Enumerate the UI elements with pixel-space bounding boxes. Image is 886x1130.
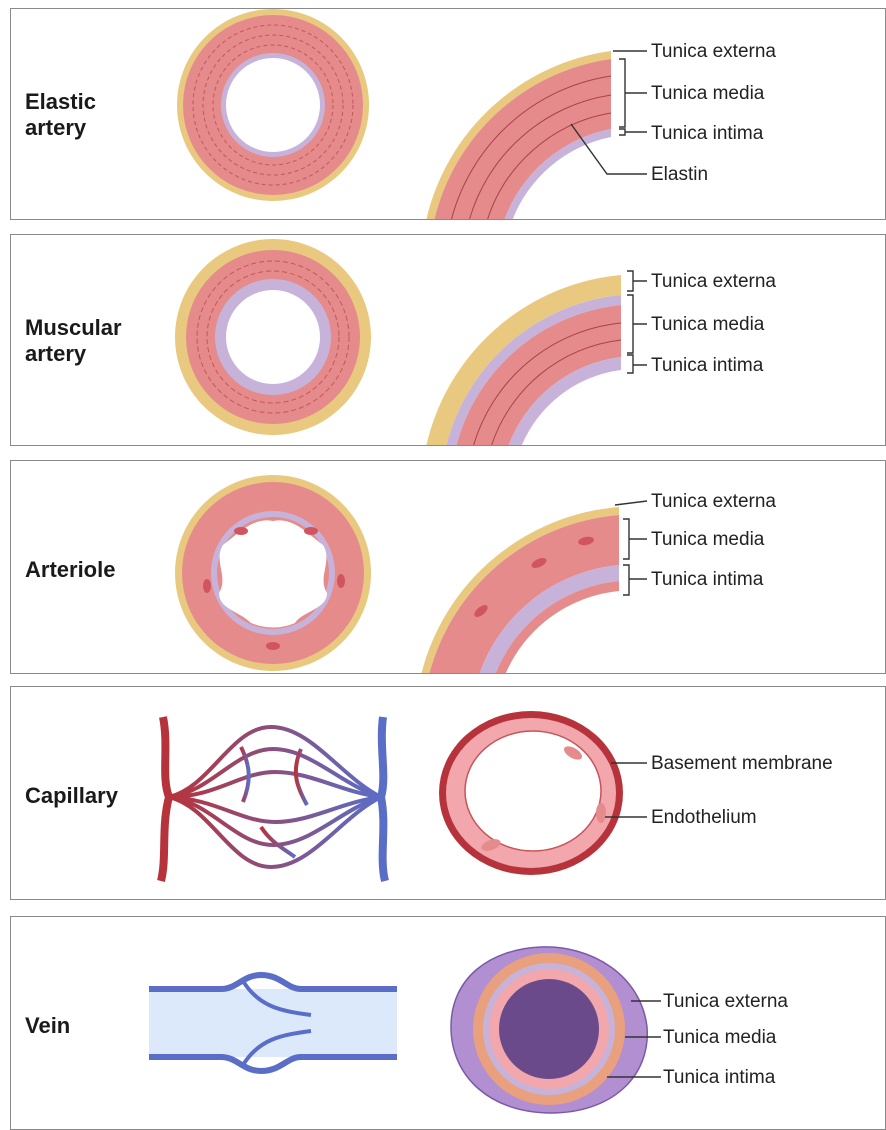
capillary-cross-section [439, 711, 623, 875]
label-tunica-externa: Tunica externa [651, 491, 776, 512]
capillary-illustration: Basement membrane Endothelium [11, 687, 886, 900]
label-basement-membrane: Basement membrane [651, 753, 833, 774]
label-tunica-media: Tunica media [651, 314, 765, 335]
label-endothelium: Endothelium [651, 807, 757, 828]
arteriole-cross-section [175, 475, 371, 671]
label-tunica-media: Tunica media [663, 1027, 777, 1048]
label-elastin: Elastin [651, 164, 708, 185]
label-tunica-intima: Tunica intima [651, 355, 764, 376]
label-tunica-intima: Tunica intima [663, 1067, 776, 1088]
label-tunica-media: Tunica media [651, 83, 765, 104]
label-tunica-intima: Tunica intima [651, 569, 764, 590]
panel-vein: Vein Tunica externa Tunica media Tunica … [10, 916, 886, 1130]
vein-illustration: Tunica externa Tunica media Tunica intim… [11, 917, 886, 1130]
arteriole-leaders [615, 501, 647, 595]
vein-cross-section [451, 947, 647, 1113]
label-tunica-intima: Tunica intima [651, 123, 764, 144]
elastic-artery-cross-section [177, 9, 369, 201]
muscular-artery-wall-detail [426, 275, 621, 446]
label-tunica-externa: Tunica externa [651, 271, 776, 292]
panel-elastic-artery: Elastic artery Tunica [10, 8, 886, 220]
panel-muscular-artery: Muscular artery Tunica externa Tunica me… [10, 234, 886, 446]
arteriole-wall-detail [421, 507, 619, 674]
label-tunica-media: Tunica media [651, 529, 765, 550]
muscular-artery-illustration: Tunica externa Tunica media Tunica intim… [11, 235, 886, 446]
label-tunica-externa: Tunica externa [651, 41, 776, 62]
panel-arteriole: Arteriole Tunica ext [10, 460, 886, 674]
panel-capillary: Capillary [10, 686, 886, 900]
muscular-artery-leaders [627, 271, 647, 373]
label-tunica-externa: Tunica externa [663, 991, 788, 1012]
capillary-bed [161, 717, 385, 881]
arteriole-illustration: Tunica externa Tunica media Tunica intim… [11, 461, 886, 674]
elastic-artery-wall-detail [426, 51, 611, 220]
elastic-artery-illustration: Tunica externa Tunica media Tunica intim… [11, 9, 886, 220]
muscular-artery-cross-section [175, 239, 371, 435]
vein-longitudinal-section [149, 975, 397, 1071]
